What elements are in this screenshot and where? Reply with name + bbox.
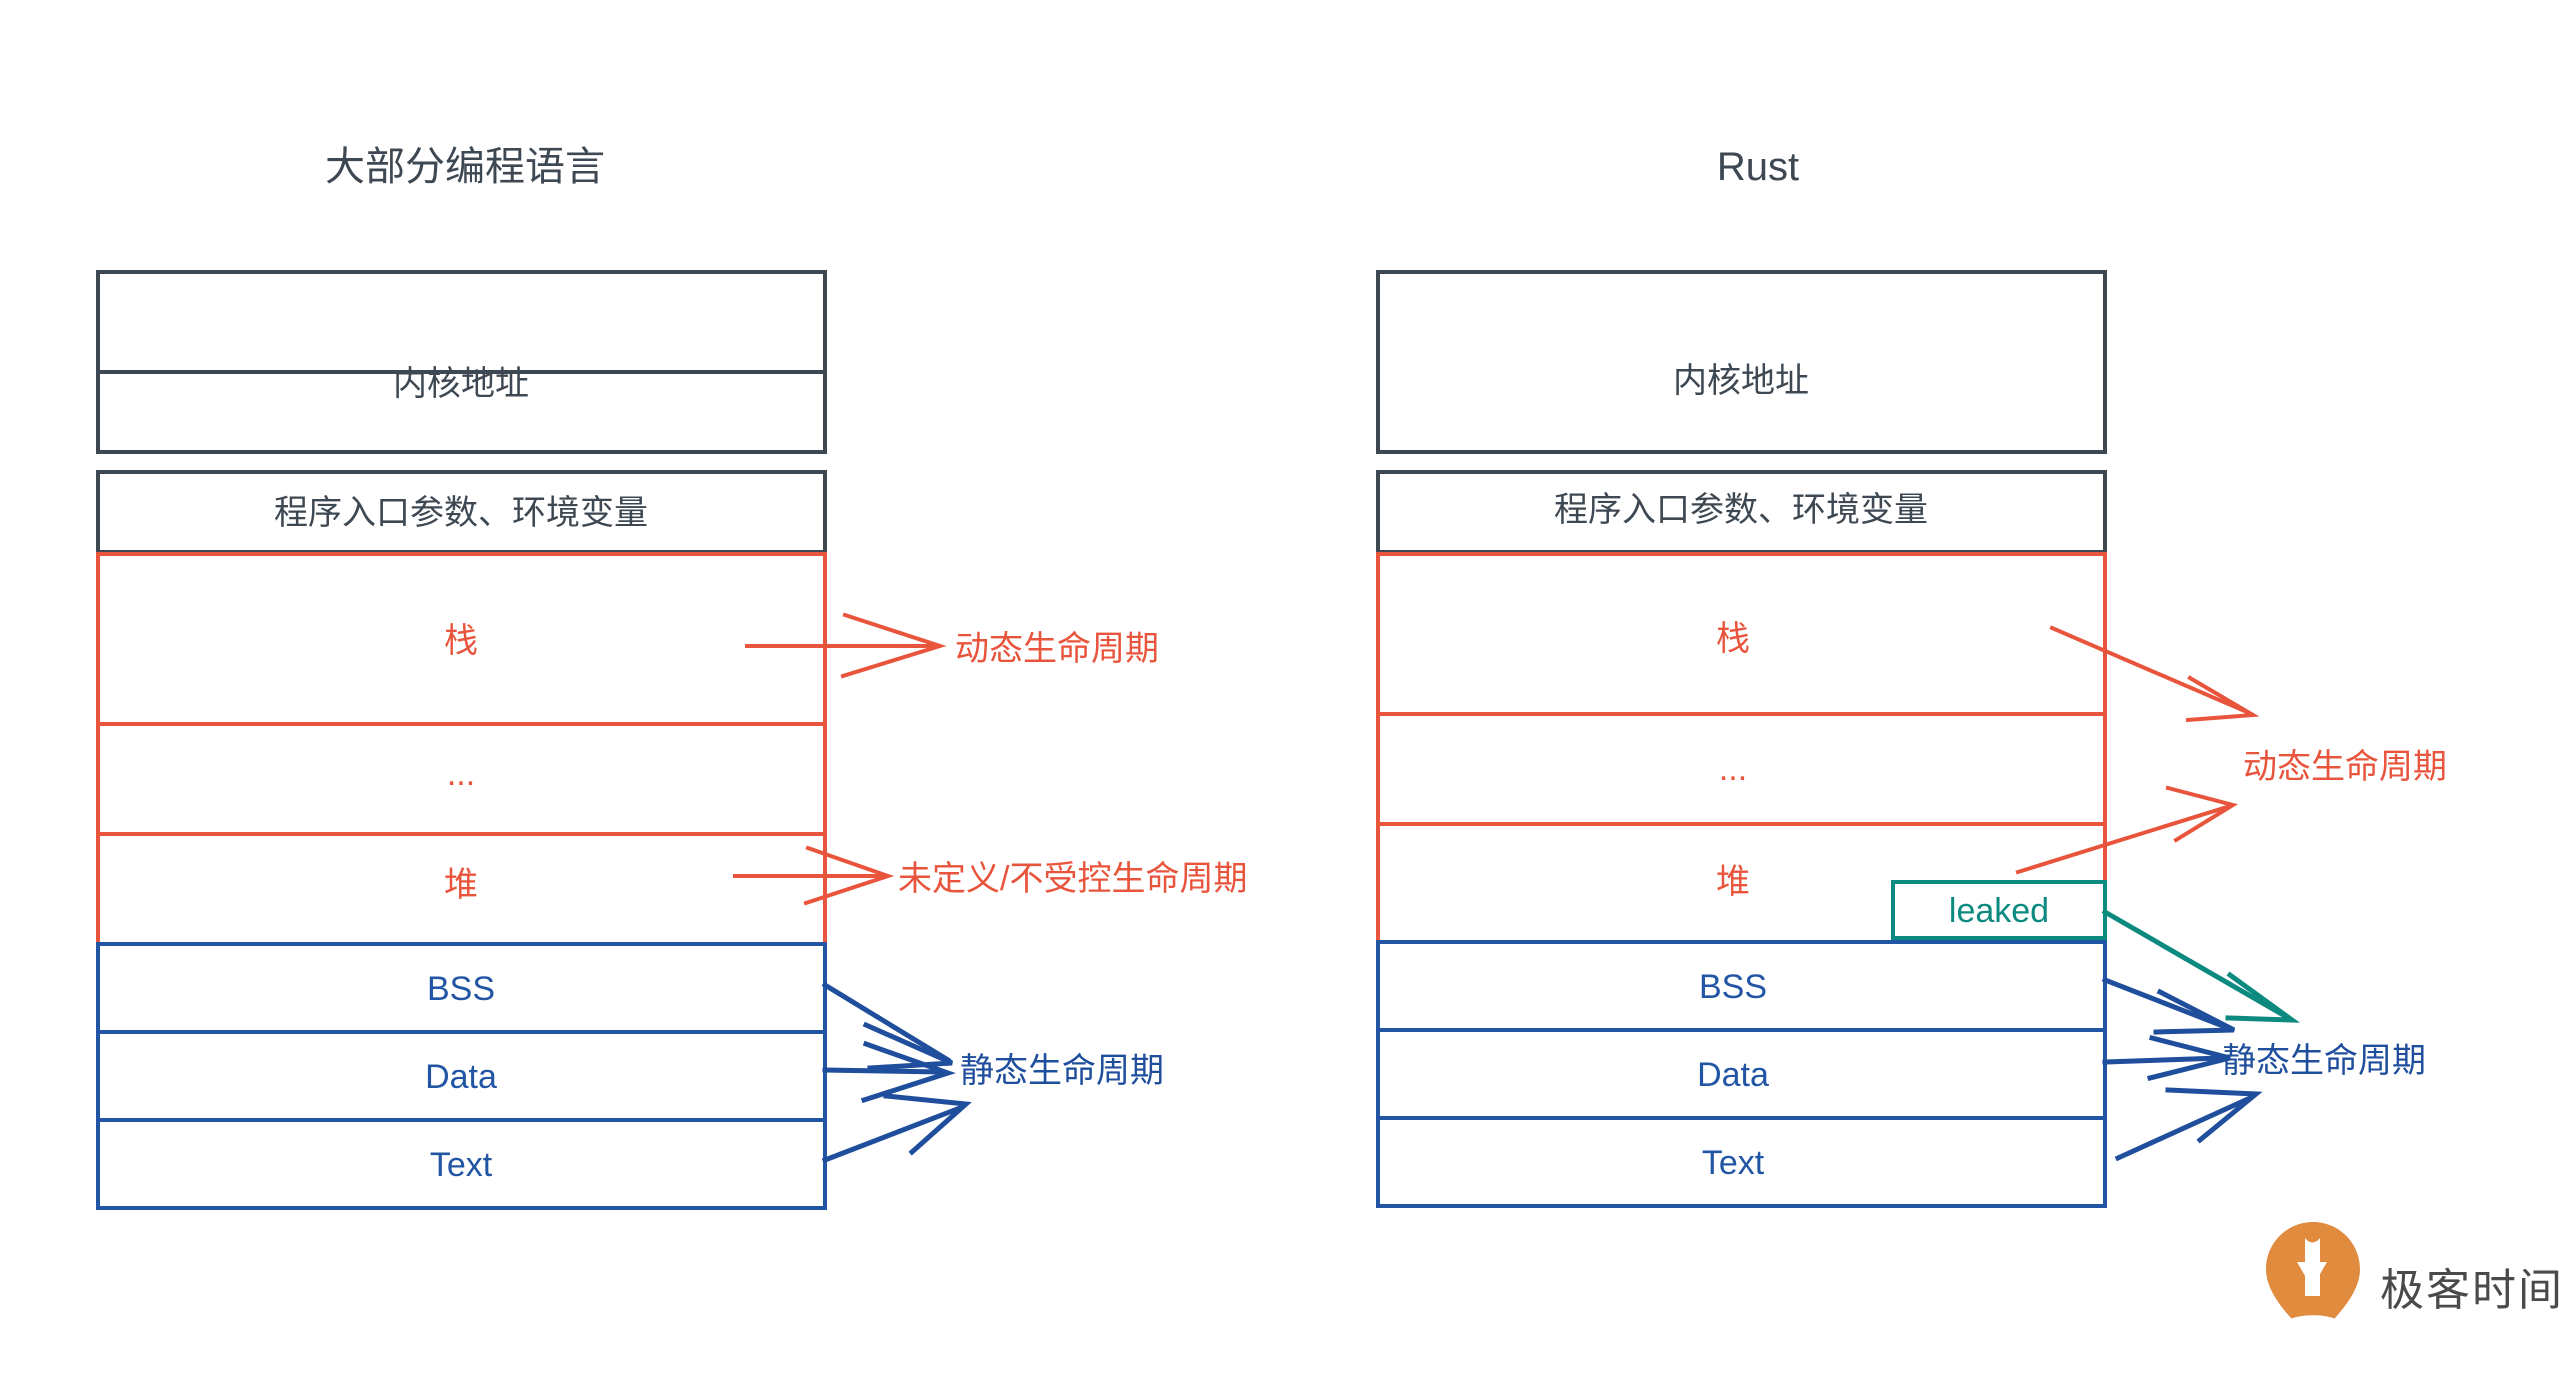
right-segment-kernel-box <box>1376 270 2107 454</box>
right-segment-bss-label: BSS <box>1699 968 1767 1006</box>
right-annotation-static-lifetime-label: 静态生命周期 <box>2222 1042 2426 1080</box>
right-segment-data-label: Data <box>1697 1056 1769 1094</box>
right-segment-stack-label: 栈 <box>1716 620 1750 658</box>
leaked-callout-box <box>1891 880 2107 940</box>
left-segment-kernel-label: 内核地址 <box>393 365 529 403</box>
left-column-title: 大部分编程语言 <box>325 145 605 189</box>
left-annotation-static-lifetime-arrows <box>821 981 972 1164</box>
left-segment-kernel-outline <box>96 270 827 454</box>
right-segment-heap-label: 堆 <box>1716 863 1750 901</box>
left-segment-ellipsis-label: ... <box>447 755 475 793</box>
left-segment-data-label: Data <box>425 1058 497 1096</box>
left-segment-heap-label: 堆 <box>444 866 478 904</box>
right-annotation-dynamic-lifetime-arrows <box>2015 625 2260 875</box>
left-segment-text-label: Text <box>430 1146 493 1184</box>
right-column-title: Rust <box>1717 145 1799 189</box>
right-segment-text-box <box>1376 1116 2107 1208</box>
right-annotation-static-lifetime-arrows <box>2101 976 2263 1162</box>
left-annotation-dynamic-lifetime-arrow <box>745 612 947 679</box>
left-annotation-dynamic-lifetime-label: 动态生命周期 <box>955 630 1159 668</box>
leaked-callout-label: leaked <box>1949 892 2049 930</box>
right-annotation-dynamic-lifetime-label: 动态生命周期 <box>2243 748 2447 786</box>
left-annotation-undefined-lifetime-label: 未定义/不受控生命周期 <box>898 860 1247 898</box>
left-segment-args-env-label: 程序入口参数、环境变量 <box>274 494 648 532</box>
right-segment-text-label: Text <box>1702 1144 1765 1182</box>
logo-wordmark: 极客时间 <box>2380 1266 2562 1315</box>
right-segment-args-env-label: 程序入口参数、环境变量 <box>1554 491 1928 529</box>
left-segment-text-box <box>96 1118 827 1210</box>
leaked-to-static-arrow <box>2101 908 2301 1023</box>
left-segment-bss-label: BSS <box>427 970 495 1008</box>
left-annotation-undefined-lifetime-arrow <box>733 845 895 906</box>
geektime-pin-icon <box>2266 1222 2360 1341</box>
right-segment-kernel-label: 内核地址 <box>1673 362 1809 400</box>
right-segment-ellipsis-label: ... <box>1719 750 1747 788</box>
left-segment-stack-label: 栈 <box>444 622 478 660</box>
left-segment-kernel-box <box>96 270 827 374</box>
left-annotation-static-lifetime-label: 静态生命周期 <box>960 1052 1164 1090</box>
